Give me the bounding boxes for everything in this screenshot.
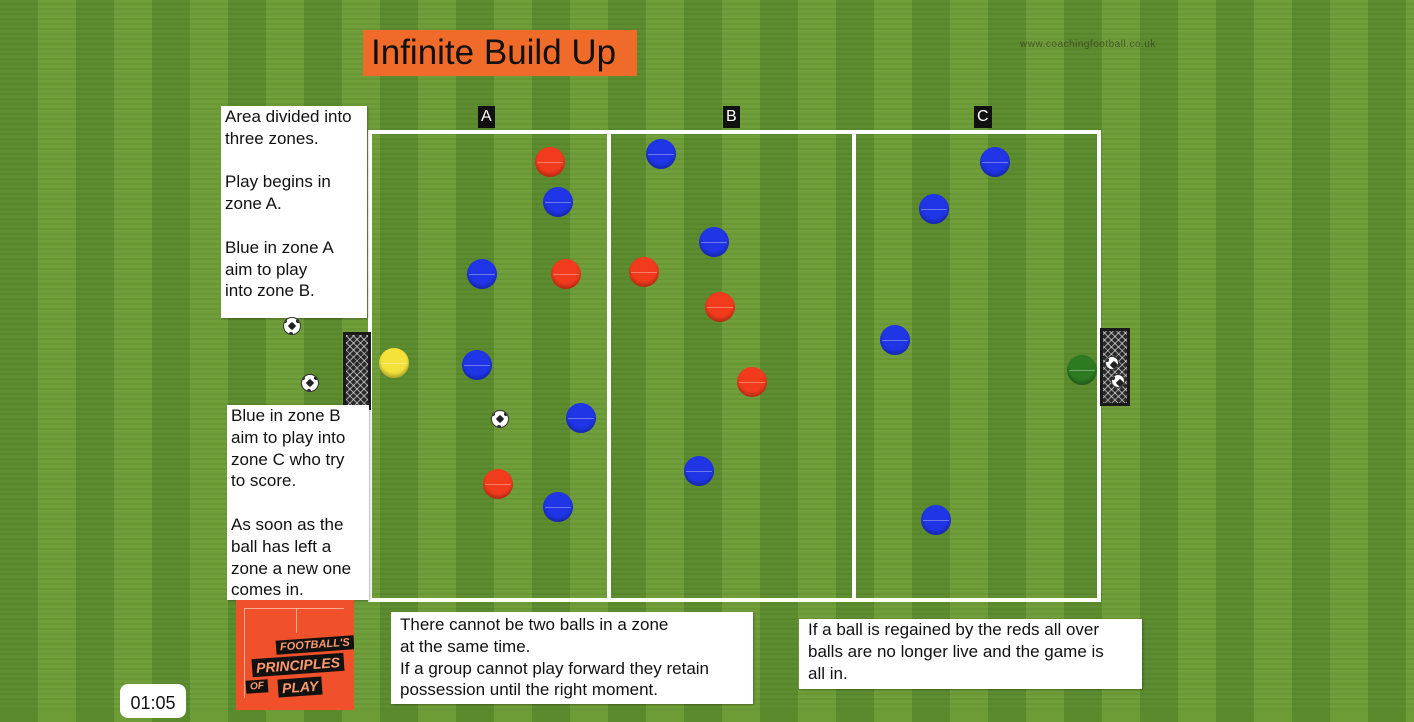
book-title-line3: OF [245,679,269,694]
book-cover-image: FOOTBALL'S PRINCIPLES OF PLAY [236,600,354,710]
zone-label-c: C [974,106,992,128]
football-icon [301,374,319,392]
blue-player [566,403,596,433]
green-goalkeeper [1067,355,1097,385]
note-two-balls: There cannot be two balls in a zone at t… [391,612,753,704]
note-regained: If a ball is regained by the reds all ov… [799,619,1142,689]
yellow-goalkeeper [379,348,409,378]
watermark: www.coachingfootball.co.uk [1020,39,1156,50]
pitch-bottom-line [368,598,1101,602]
blue-player [462,350,492,380]
red-player [737,367,767,397]
blue-player [919,194,949,224]
blue-player [646,139,676,169]
pitch-right-line [1097,130,1101,602]
red-player [629,257,659,287]
red-player [535,147,565,177]
note-zone-b: Blue in zone B aim to play into zone C w… [227,405,369,600]
blue-player [467,259,497,289]
red-player [551,259,581,289]
note-two-balls-text: There cannot be two balls in a zone at t… [400,615,710,700]
blue-player [684,456,714,486]
note-zone-b-text: Blue in zone B aim to play into zone C w… [231,406,352,600]
book-cover-line [244,608,245,698]
book-title-line2: PRINCIPLES [251,652,345,678]
note-zones-intro-text: Area divided into three zones. Play begi… [225,107,352,301]
football-icon [491,410,509,428]
red-player [483,469,513,499]
blue-player [880,325,910,355]
note-regained-text: If a ball is regained by the reds all ov… [808,620,1104,683]
blue-player [921,505,951,535]
red-player [705,292,735,322]
blue-player [980,147,1010,177]
blue-player [543,187,573,217]
book-cover-line [244,608,344,609]
pitch-top-line [368,130,1101,134]
blue-player [699,227,729,257]
left-goal [343,332,371,410]
blue-player [543,492,573,522]
zone-label-b: B [723,106,740,128]
football-icon [1105,356,1119,370]
football-icon [283,317,301,335]
note-zones-intro: Area divided into three zones. Play begi… [221,106,367,318]
zone-divider-ab [607,130,611,602]
book-title-line4: PLAY [277,676,323,698]
video-timestamp: 01:05 [120,684,186,718]
football-icon [1111,374,1125,388]
diagram-title: Infinite Build Up [363,30,637,76]
zone-label-a: A [478,106,495,128]
book-title-line1: FOOTBALL'S [275,635,354,655]
zone-divider-bc [852,130,856,602]
book-cover-line [296,608,297,633]
